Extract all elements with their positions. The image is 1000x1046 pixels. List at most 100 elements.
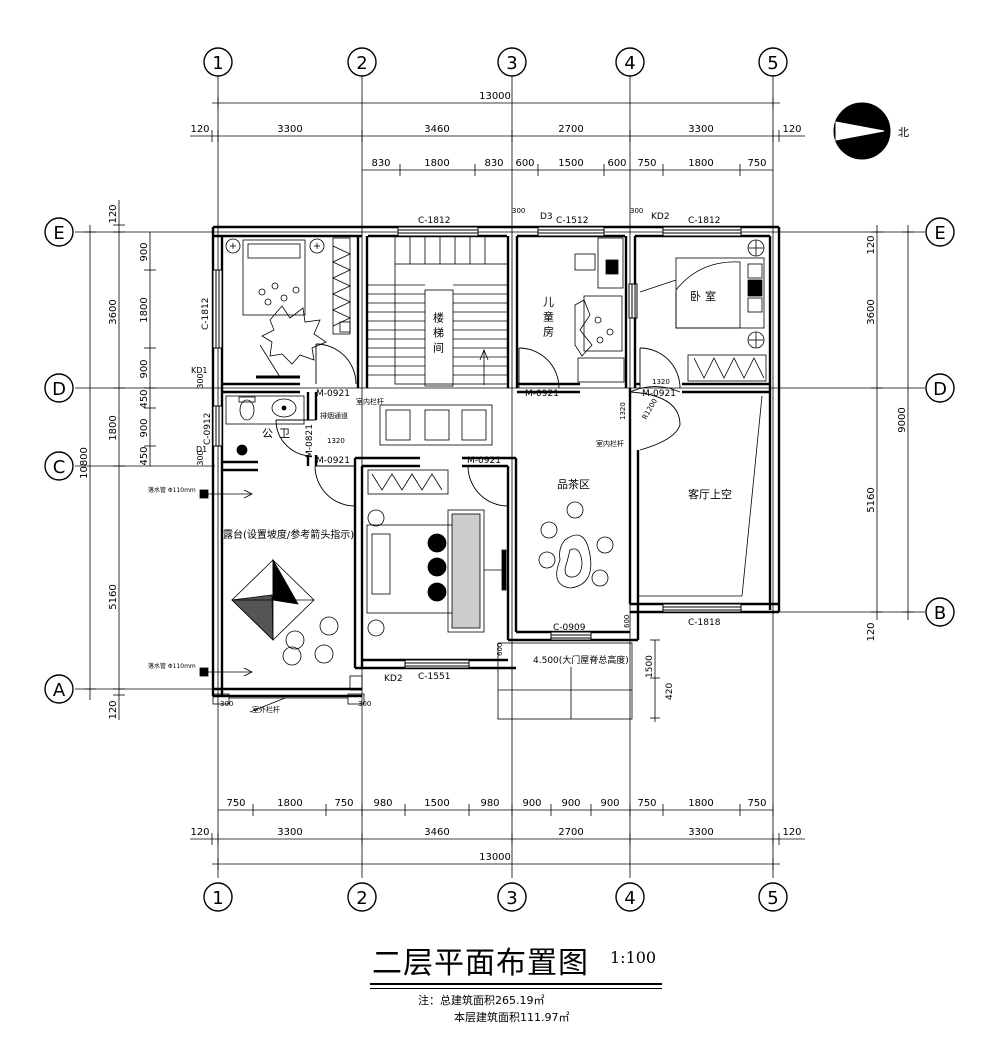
dim-top-detail-0: 830 [371, 158, 390, 169]
dim-top-main-0: 120 [190, 124, 209, 135]
dim-bottom-main-3: 2700 [558, 827, 583, 838]
dim-left-detail-5: 450 [139, 389, 150, 408]
label-c1812-top-right: C-1812 [688, 216, 720, 226]
dim-left-detail-8: 300 [196, 450, 205, 465]
dim-top-main-4: 3300 [688, 124, 713, 135]
room-label-living-void: 客厅上空 [688, 487, 732, 501]
dim-bottom-detail-10: 1800 [688, 798, 713, 809]
note-total-area: 注：总建筑面积265.19㎡ [418, 994, 545, 1007]
area-notes: 注：总建筑面积265.19㎡ 本层建筑面积111.97㎡ [418, 992, 570, 1026]
bathroom-fixtures [225, 395, 305, 456]
dim-top-detail-1: 1800 [424, 158, 449, 169]
label-c0909: C-0909 [553, 623, 586, 633]
parasol-icon [231, 558, 315, 641]
label-rail-1: 室内栏杆 [596, 439, 624, 448]
axis-label-3-top: 3 [506, 53, 517, 74]
room-label-child-room: 儿童房 [542, 296, 555, 341]
dim-left-outer-1: 1800 [108, 415, 119, 440]
living-void-lines [638, 395, 763, 597]
dim-right-outer-3: 120 [866, 622, 877, 641]
label-300-c: 300 [358, 700, 371, 708]
label-420-a: 420 [665, 683, 675, 700]
label-kd2-bottom: KD2 [384, 674, 403, 684]
label-elevation: 4.500(大门屋脊总高度) [533, 654, 629, 666]
label-kd1: KD1 [191, 366, 208, 375]
label-1500: 1500 [645, 655, 655, 678]
axis-label-B-right: B [934, 603, 946, 624]
axis-label-3-bottom: 3 [506, 888, 517, 909]
dim-bottom-detail-9: 750 [637, 798, 656, 809]
dim-bottom-main-5: 120 [782, 827, 801, 838]
label-m0921-c: M-0921 [642, 389, 676, 399]
dim-top-detail-4: 1500 [558, 158, 583, 169]
axis-label-5-bottom: 5 [767, 888, 778, 909]
bedroom-2-furniture [366, 469, 507, 637]
axis-label-C-left: C [53, 457, 66, 478]
label-m0821: M-0821 [305, 424, 315, 458]
label-m0921-e: M-0921 [467, 456, 501, 466]
label-m0921-d: M-0921 [316, 456, 350, 466]
label-1320-c: 1320 [619, 402, 627, 420]
axis-label-1-bottom: 1 [212, 888, 223, 909]
axis-label-4-top: 4 [624, 53, 635, 74]
dim-bottom-detail-0: 750 [226, 798, 245, 809]
label-m0921-a: M-0921 [316, 389, 350, 399]
label-drain-1: 落水管 Φ110mm [148, 486, 196, 494]
plan-title: 二层平面布置图 [372, 946, 589, 981]
hall-cabinet [379, 404, 493, 446]
axis-labels: 1 2 3 4 5 1 2 3 4 5 E D C A E D B [52, 53, 947, 909]
dim-bottom-main-2: 3460 [424, 827, 449, 838]
dim-bottom-total: 13000 [479, 852, 511, 863]
top-dimensions [190, 97, 805, 176]
dim-left-detail-2: 1800 [139, 297, 150, 322]
dim-top-detail-6: 750 [637, 158, 656, 169]
label-c0912: C-0912 [203, 413, 213, 445]
axis-label-E-right: E [934, 223, 945, 244]
label-600-a: 600 [496, 643, 504, 656]
dim-left-detail-1: 900 [139, 242, 150, 261]
dim-bottom-detail-4: 1500 [424, 798, 449, 809]
dim-top-detail-2: 830 [484, 158, 503, 169]
title-underline-thick [370, 983, 662, 985]
top-dimension-texts: 13000 120 3300 3460 2700 3300 120 830 18… [190, 91, 801, 169]
dim-left-total: 10800 [79, 447, 90, 479]
dim-right-outer-2: 5160 [866, 487, 877, 512]
dim-left-detail-7: 450 [139, 446, 150, 465]
left-dimensions [84, 200, 156, 720]
dim-left-outer-3: 120 [108, 700, 119, 719]
doors [275, 343, 681, 507]
label-d1: D1 [196, 445, 207, 454]
label-r1200: R1200 [641, 397, 659, 421]
dim-bottom-detail-1: 1800 [277, 798, 302, 809]
entrance-canopy [497, 639, 660, 722]
label-pipe: 排烟通道 [320, 411, 348, 420]
axis-label-5-top: 5 [767, 53, 778, 74]
title-underline-thin [370, 988, 662, 989]
room-label-tea-area: 品茶区 [557, 478, 590, 491]
label-c1812-top-left: C-1812 [418, 216, 450, 226]
label-m0921-b: M-0921 [525, 389, 559, 399]
bottom-dimension-texts: 750 1800 750 980 1500 980 900 900 900 75… [190, 798, 801, 863]
axis-lines [75, 76, 925, 878]
terrace-elements [199, 489, 365, 713]
dim-bottom-detail-7: 900 [561, 798, 580, 809]
dim-top-detail-8: 750 [747, 158, 766, 169]
tea-area-furniture [538, 501, 614, 589]
axis-label-A-left: A [53, 680, 66, 701]
dim-bottom-main-4: 3300 [688, 827, 713, 838]
plan-scale: 1:100 [610, 948, 657, 967]
label-c1812-left: C-1812 [201, 298, 211, 330]
dim-left-detail-0: 120 [108, 204, 119, 223]
dim-top-main-5: 120 [782, 124, 801, 135]
dim-left-outer-0: 3600 [108, 299, 119, 324]
dim-top-total: 13000 [479, 91, 511, 102]
room-label-terrace: 露台(设置坡度/参考箭头指示) [223, 528, 354, 541]
label-d3: D3 [540, 212, 553, 222]
label-1320-a: 1320 [327, 437, 345, 445]
note-floor-area: 本层建筑面积111.97㎡ [454, 1011, 570, 1024]
label-1320-b: 1320 [652, 378, 670, 386]
bedroom-1-furniture [225, 237, 351, 379]
room-label-bedroom: 卧室 [690, 289, 720, 303]
right-dimension-texts: 120 3600 5160 120 9000 [866, 235, 908, 641]
left-dimension-texts: 10800 3600 1800 5160 120 120 900 1800 90… [79, 204, 205, 719]
